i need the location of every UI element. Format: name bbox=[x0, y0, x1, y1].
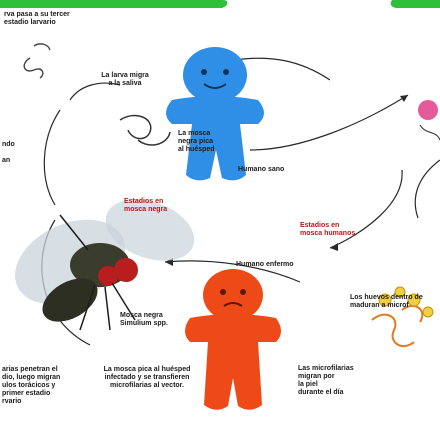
microfilaria-icon bbox=[372, 306, 422, 346]
healthy-human-figure bbox=[166, 47, 264, 180]
larva-worm-icon bbox=[24, 44, 50, 78]
parasite-right-icon bbox=[418, 100, 440, 140]
label-mosca-negra-species: Mosca negra Simulium spp. bbox=[120, 312, 168, 328]
larva-cluster-icon bbox=[120, 116, 170, 146]
top-bar-right bbox=[391, 0, 440, 8]
top-bar-left bbox=[0, 0, 227, 8]
label-humano-sano: Humano sano bbox=[238, 166, 284, 174]
label-mosca-pica: La mosca negra pica al huésped bbox=[178, 130, 215, 154]
label-larvas-penetran: arias penetran el dio, luego migran ulos… bbox=[2, 366, 60, 406]
label-microfilarias-migran: Las microfilarias migran por la piel dur… bbox=[298, 365, 354, 397]
label-estadios-mosca: Estadios en mosca negra bbox=[124, 198, 167, 214]
label-mosca-pica-huesped: La mosca pica al huésped infectado y se … bbox=[98, 366, 196, 390]
label-side-b: an bbox=[2, 157, 10, 165]
label-estadios-humanos: Estadios en mosca humanos bbox=[300, 222, 355, 238]
sick-human-figure bbox=[185, 269, 281, 410]
black-fly-icon bbox=[1, 188, 202, 331]
label-tercer-estadio: rva pasa a su tercer estadio larvario bbox=[4, 11, 70, 27]
cycle-arc-right bbox=[415, 160, 440, 218]
label-larva-migra: La larva migra a la saliva bbox=[90, 72, 160, 88]
label-side-a: ndo bbox=[2, 141, 15, 149]
label-huevos-dentro: Los huevos dentro de maduran a microf bbox=[350, 294, 423, 310]
label-humano-enfermo: Humano enfermo bbox=[236, 261, 294, 269]
